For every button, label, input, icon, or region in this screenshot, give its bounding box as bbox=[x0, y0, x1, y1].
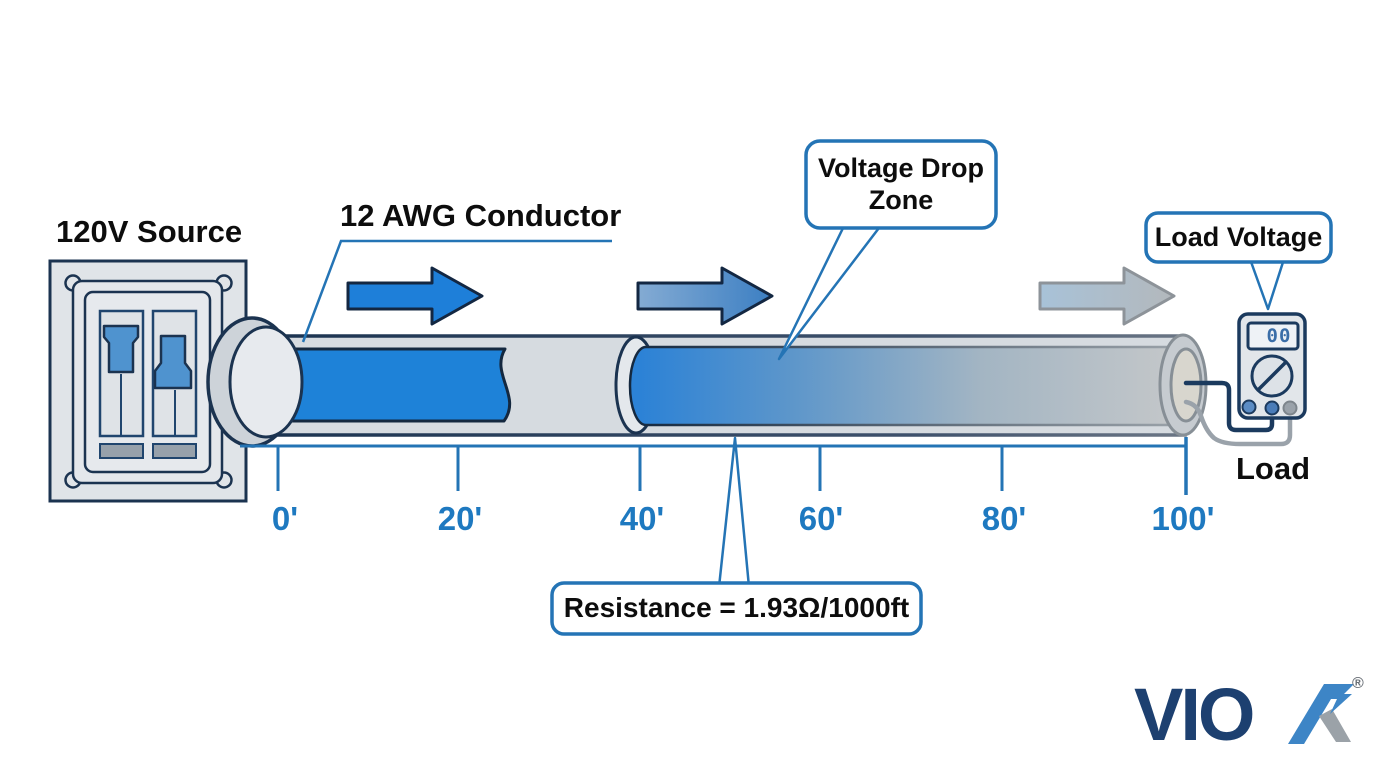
lightning-bolt-icon bbox=[1329, 684, 1354, 714]
conductor-pipe bbox=[206, 316, 1208, 448]
voltage-drop-zone-callout-label: Voltage Drop Zone bbox=[817, 153, 984, 215]
multimeter-display bbox=[1246, 321, 1300, 351]
distance-marker-0: 0' bbox=[271, 500, 299, 537]
distance-marker-20: 20' bbox=[437, 500, 483, 537]
registered-trademark-symbol: ® bbox=[1352, 675, 1364, 692]
load-label: Load bbox=[1236, 451, 1311, 486]
probe-wire-negative bbox=[1183, 399, 1293, 447]
source-label: 120V Source bbox=[56, 214, 243, 249]
flow-arrow-icon bbox=[636, 266, 774, 326]
distance-marker-60: 60' bbox=[798, 500, 844, 537]
resistance-callout-label: Resistance = 1.93Ω/1000ft bbox=[563, 592, 910, 624]
conductor-segment-source bbox=[269, 347, 512, 423]
multimeter-port bbox=[1282, 400, 1298, 416]
panel-label-slot bbox=[152, 443, 197, 459]
conductor-segment-fading bbox=[628, 345, 1170, 427]
load-voltage-callout-label: Load Voltage bbox=[1154, 221, 1323, 252]
flow-arrow-faded-icon bbox=[1038, 266, 1176, 326]
conductor-label: 12 AWG Conductor bbox=[340, 198, 622, 233]
voltage-drop-callout-box bbox=[804, 139, 998, 230]
brand-logo-text: VIO bbox=[1134, 673, 1255, 756]
panel-label-slot bbox=[99, 443, 144, 459]
multimeter-port bbox=[1264, 400, 1280, 416]
distance-marker-100: 100' bbox=[1151, 500, 1215, 537]
distance-ruler bbox=[240, 437, 1188, 495]
multimeter bbox=[1183, 312, 1307, 447]
breaker-switch-icon bbox=[102, 324, 140, 374]
logo-x-gray-stroke bbox=[1319, 709, 1351, 742]
resistance-callout-tail bbox=[717, 436, 751, 589]
distance-marker-40: 40' bbox=[619, 500, 665, 537]
current-flow-arrows bbox=[346, 266, 1176, 326]
flow-arrow-icon bbox=[346, 266, 484, 326]
load-voltage-callout-tail bbox=[1248, 257, 1286, 311]
breaker-switch-icon bbox=[153, 334, 193, 390]
resistance-callout-box bbox=[550, 581, 923, 636]
multimeter-port bbox=[1241, 399, 1257, 415]
coupling-collar-inner bbox=[228, 325, 304, 439]
logo-x-glyph: X bbox=[1288, 684, 1354, 744]
distance-marker-80: 80' bbox=[981, 500, 1027, 537]
multimeter-display-value: 00 bbox=[1266, 325, 1292, 347]
probe-wire-positive bbox=[1183, 380, 1275, 433]
conductor-leader-line bbox=[301, 239, 612, 343]
load-voltage-callout-box bbox=[1144, 211, 1333, 264]
breaker-panel bbox=[48, 259, 248, 503]
logo-x-blue-stroke bbox=[1288, 684, 1340, 744]
